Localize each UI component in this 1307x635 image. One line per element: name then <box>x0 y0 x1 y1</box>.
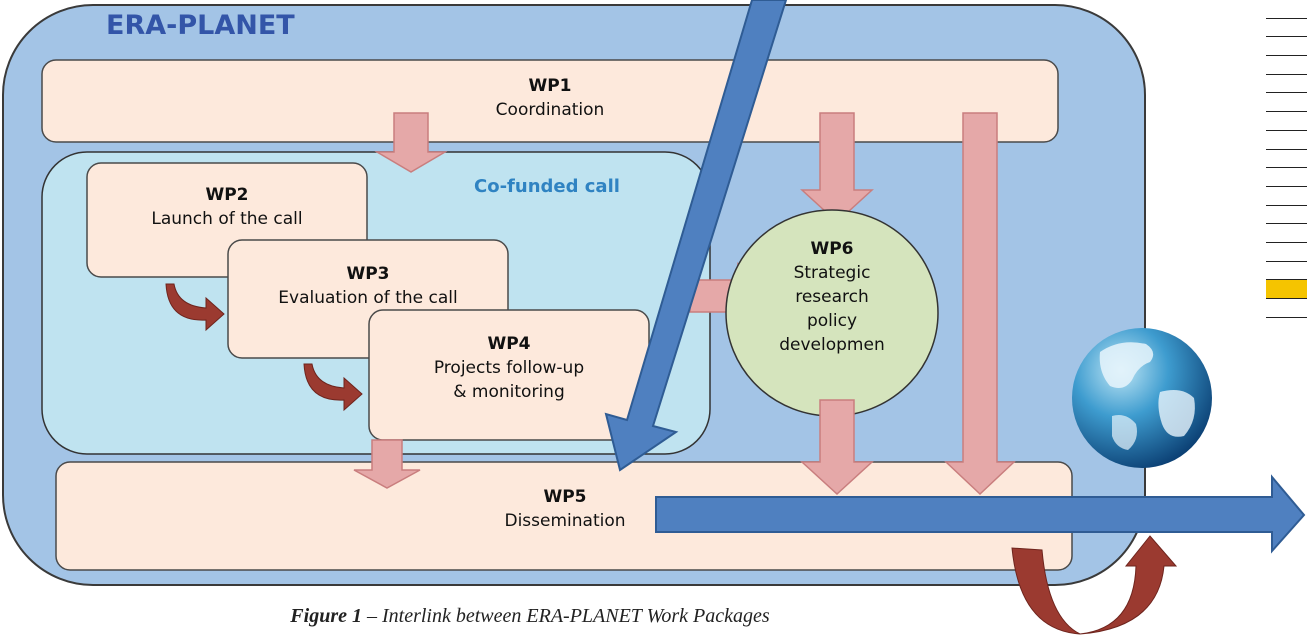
loop-arrow-up <box>1079 535 1178 635</box>
margin-line <box>1266 262 1307 281</box>
margin-line <box>1266 150 1307 169</box>
margin-line <box>1266 19 1307 38</box>
wp5-id: WP5 <box>543 487 587 507</box>
wp2-name: Launch of the call <box>151 209 303 229</box>
arrow-wp3-to-wp4 <box>303 363 363 412</box>
margin-line-highlight <box>1266 280 1307 299</box>
margin-line <box>1266 93 1307 113</box>
margin-line <box>1266 168 1307 187</box>
wp2-id: WP2 <box>205 185 249 205</box>
wp6-label: WP6 Strategic research policy developmen <box>752 237 912 357</box>
margin-line <box>1266 187 1307 206</box>
wp3-label: WP3 Evaluation of the call <box>228 262 508 310</box>
wp4-label: WP4 Projects follow-up & monitoring <box>369 332 649 404</box>
diagram-title: ERA-PLANET <box>106 10 295 41</box>
arrow-wp2-to-wp3 <box>165 283 225 332</box>
arrow-blue-horizontal <box>655 474 1306 554</box>
wp4-line1: Projects follow-up <box>433 358 585 378</box>
arrow-wp1-to-call <box>374 112 448 173</box>
arrow-wp1-to-wp6 <box>800 112 874 224</box>
figure-caption: Figure 1 – Interlink between ERA-PLANET … <box>0 605 1060 628</box>
margin-line <box>1266 299 1307 318</box>
cofunded-label: Co-funded call <box>474 176 620 197</box>
wp5-label: WP5 Dissemination <box>415 485 715 533</box>
margin-line <box>1266 112 1307 131</box>
margin-line <box>1266 206 1307 225</box>
wp6-line1: Strategic <box>793 263 871 283</box>
arrow-wp6-to-wp5 <box>800 399 874 496</box>
wp1-name: Coordination <box>495 100 605 120</box>
wp6-line4: developmen <box>779 335 885 355</box>
caption-figure-number: Figure 1 <box>290 605 362 627</box>
wp1-id: WP1 <box>528 76 572 96</box>
wp6-line2: research <box>795 287 869 307</box>
margin-line <box>1266 0 1307 19</box>
wp1-box <box>41 59 1059 143</box>
wp5-name: Dissemination <box>504 511 626 531</box>
caption-text: – Interlink between ERA-PLANET Work Pack… <box>361 605 770 627</box>
wp6-id: WP6 <box>810 239 854 259</box>
globe-icon <box>1072 328 1212 468</box>
margin-line <box>1266 56 1307 75</box>
wp3-id: WP3 <box>346 264 390 284</box>
margin-line <box>1266 224 1307 243</box>
wp3-name: Evaluation of the call <box>278 288 458 308</box>
margin-line <box>1266 75 1307 94</box>
wp6-line3: policy <box>806 311 858 331</box>
arrow-wp4-to-wp5 <box>353 439 421 489</box>
wp4-id: WP4 <box>487 334 531 354</box>
wp2-label: WP2 Launch of the call <box>87 183 367 231</box>
wp1-label: WP1 Coordination <box>400 74 700 122</box>
margin-rule-lines <box>1266 0 1307 318</box>
arrow-blue-diagonal <box>604 0 788 472</box>
margin-line <box>1266 243 1307 262</box>
margin-line <box>1266 37 1307 57</box>
margin-line <box>1266 131 1307 150</box>
wp4-line2: & monitoring <box>453 382 565 402</box>
arrow-wp1-to-wp5 <box>944 112 1016 496</box>
